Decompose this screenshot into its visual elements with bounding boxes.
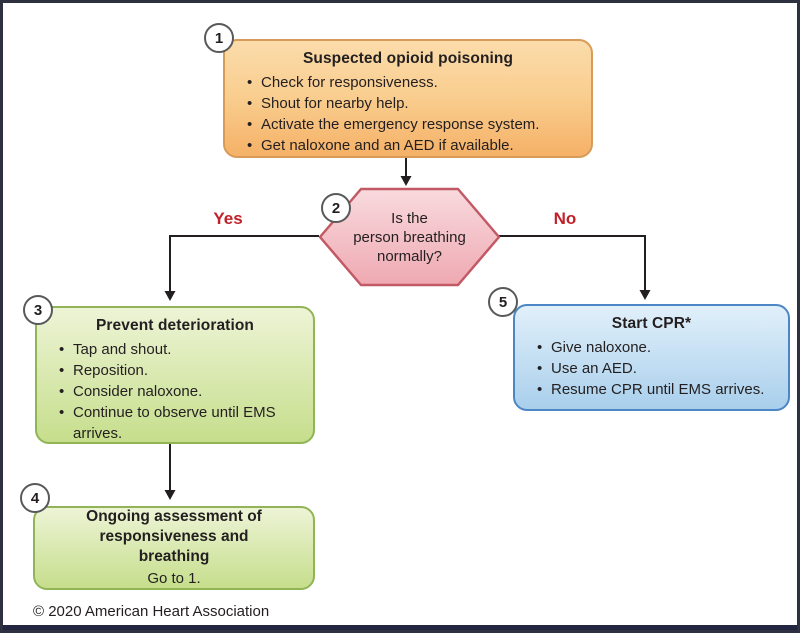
step-number-badge-4: 4 <box>20 483 50 513</box>
bullet-item: Activate the emergency response system. <box>247 114 581 135</box>
arrowhead-step2 <box>400 176 412 186</box>
step-number: 3 <box>33 301 43 319</box>
branch-label-yes: Yes <box>213 209 243 228</box>
node-subtitle: Go to 1. <box>147 570 201 587</box>
step-number: 2 <box>331 199 341 217</box>
node-title: Prevent deterioration <box>95 317 254 334</box>
arrowhead-step5 <box>639 290 651 300</box>
bullet-item: Tap and shout. <box>59 339 303 360</box>
arrow-step2-to-step3 <box>169 235 319 291</box>
step-number: 5 <box>498 293 508 311</box>
bullet-item: Use an AED. <box>537 358 778 379</box>
node-title: Ongoing assessment of responsiveness and… <box>86 508 262 565</box>
bottom-navy-bar <box>3 625 797 630</box>
bullet-item: Check for responsiveness. <box>247 72 581 93</box>
step-number-badge-5: 5 <box>488 287 518 317</box>
branch-label-no: No <box>553 209 577 228</box>
node-title: Start CPR* <box>611 315 692 332</box>
node-breathing-decision: Is the person breathing normally? <box>318 187 501 287</box>
decision-line: person breathing <box>353 228 466 246</box>
node-ongoing-assessment: Ongoing assessment of responsiveness and… <box>33 506 315 590</box>
node-bullet-list: Tap and shout. Reposition. Consider nalo… <box>37 339 313 444</box>
node-start-cpr: Start CPR* Give naloxone. Use an AED. Re… <box>513 304 790 411</box>
bullet-item: Shout for nearby help. <box>247 93 581 114</box>
node-bullet-list: Check for responsiveness. Shout for near… <box>225 72 591 156</box>
step-number-badge-2: 2 <box>321 193 351 223</box>
bullet-item: Resume CPR until EMS arrives. <box>537 379 778 400</box>
arrowhead-step3 <box>164 291 176 301</box>
bullet-item: Reposition. <box>59 360 303 381</box>
bullet-item: Consider naloxone. <box>59 381 303 402</box>
decision-line: normally? <box>376 247 443 265</box>
bullet-item: Continue to observe until EMS arrives. <box>59 402 303 444</box>
step-number: 4 <box>30 489 40 507</box>
step-number-badge-1: 1 <box>204 23 234 53</box>
copyright-text: © 2020 American Heart Association <box>33 603 270 620</box>
step-number-badge-3: 3 <box>23 295 53 325</box>
decision-text: Is the person breathing normally? <box>318 187 501 287</box>
node-centered-text: Ongoing assessment of responsiveness and… <box>35 508 313 588</box>
step-number: 1 <box>214 29 224 47</box>
bullet-item: Get naloxone and an AED if available. <box>247 135 581 156</box>
node-prevent-deterioration: Prevent deterioration Tap and shout. Rep… <box>35 306 315 444</box>
node-suspected-opioid-poisoning: Suspected opioid poisoning Check for res… <box>223 39 593 158</box>
arrowhead-step4 <box>164 490 176 500</box>
decision-hexagon-shape <box>318 187 501 287</box>
decision-line: Is the <box>391 209 428 227</box>
node-bullet-list: Give naloxone. Use an AED. Resume CPR un… <box>515 337 788 400</box>
bullet-item: Give naloxone. <box>537 337 778 358</box>
arrow-step2-to-step5 <box>497 235 646 290</box>
node-title: Suspected opioid poisoning <box>302 50 514 67</box>
